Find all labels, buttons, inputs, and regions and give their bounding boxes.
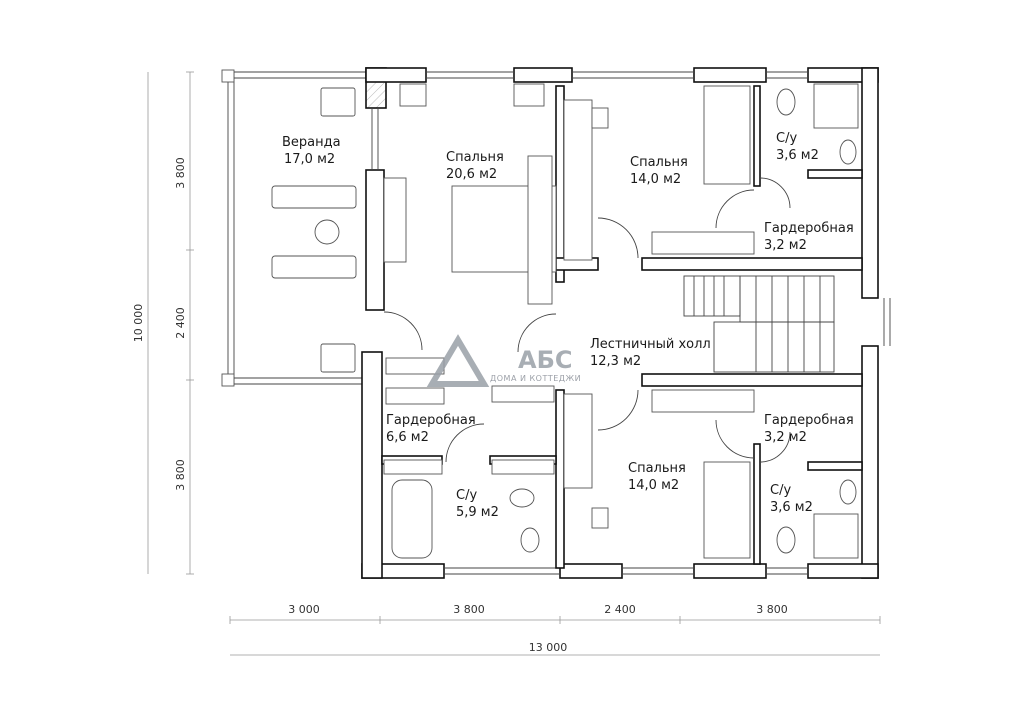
wardrobe-icon [385, 387, 445, 405]
bath-left-area: 5,9 м2 [456, 505, 499, 520]
company-logo: АБС ДОМА И КОТТЕДЖИ [426, 334, 581, 387]
wardrobe-icon [563, 393, 593, 489]
veranda-area: 17,0 м2 [284, 152, 335, 167]
shower-icon [813, 83, 859, 129]
bottom-dimension-3: 2 400 [604, 603, 636, 616]
staircase [683, 275, 835, 373]
bedroom-bottom-area: 14,0 м2 [628, 478, 679, 493]
toilet-icon [776, 526, 796, 554]
bedroom-top-area: 14,0 м2 [630, 172, 681, 187]
nightstand-icon [527, 155, 553, 305]
bath-left-name: С/у [456, 488, 477, 503]
bottom-dimension-2: 3 800 [453, 603, 485, 616]
shower-icon [813, 513, 859, 559]
wardrobe-icon [383, 459, 443, 475]
wardrobe-top-area: 3,2 м2 [764, 238, 807, 253]
bath-bottom-area: 3,6 м2 [770, 500, 813, 515]
lounger-icon [271, 185, 357, 209]
dresser-icon [383, 177, 407, 263]
bath-top-name: С/у [776, 131, 797, 146]
left-dimension-3: 3 800 [174, 459, 187, 491]
left-dimension-2: 2 400 [174, 307, 187, 339]
wardrobe-bottom-name: Гардеробная [764, 413, 854, 428]
bedroom-big-area: 20,6 м2 [446, 167, 497, 182]
bottom-dimension-4: 3 800 [756, 603, 788, 616]
wardrobe-top-name: Гардеробная [764, 221, 854, 236]
left-dimension-1: 3 800 [174, 157, 187, 189]
bath-top-area: 3,6 м2 [776, 148, 819, 163]
sink-icon [839, 479, 857, 505]
bedroom-big-name: Спальня [446, 150, 504, 165]
veranda-name: Веранда [282, 135, 341, 150]
toilet-icon [509, 488, 535, 508]
armchair-icon [320, 343, 356, 373]
veranda-area [221, 69, 366, 387]
single-bed-icon [703, 85, 751, 185]
doors [383, 177, 791, 463]
single-bed-icon [703, 461, 751, 559]
table-icon [314, 219, 340, 245]
wardrobe-icon [491, 459, 555, 475]
bath-bottom-name: С/у [770, 483, 791, 498]
wardrobe-bottom-area: 3,2 м2 [764, 430, 807, 445]
dimension-lines [147, 71, 881, 656]
chair-icon [591, 107, 609, 129]
armchair-icon [320, 87, 356, 117]
wardrobe-icon [651, 231, 755, 255]
logo-sub-text: ДОМА И КОТТЕДЖИ [490, 374, 581, 383]
wardrobe-icon [513, 83, 545, 107]
bedroom-top-name: Спальня [630, 155, 688, 170]
logo-triangle-icon [426, 334, 490, 387]
stair-hall-name: Лестничный холл [590, 337, 711, 352]
wardrobe-icon [651, 389, 755, 413]
lounger-icon [271, 255, 357, 279]
bathtub-icon [391, 479, 433, 559]
sink-icon [520, 527, 540, 553]
wardrobe-icon [385, 357, 445, 375]
wardrobe-icon [563, 99, 593, 261]
bottom-total-dimension: 13 000 [529, 641, 568, 654]
logo-main-text: АБС [518, 346, 572, 374]
wardrobe-left-area: 6,6 м2 [386, 430, 429, 445]
chair-icon [591, 507, 609, 529]
furniture [383, 83, 859, 559]
wardrobe-icon [491, 385, 555, 403]
bedroom-bottom-name: Спальня [628, 461, 686, 476]
sink-icon [839, 139, 857, 165]
wardrobe-left-name: Гардеробная [386, 413, 476, 428]
room-labels: Веранда 17,0 м2 Спальня 20,6 м2 Спальня … [282, 131, 854, 520]
bottom-dimension-1: 3 000 [288, 603, 320, 616]
wardrobe-icon [399, 83, 427, 107]
toilet-icon [776, 88, 796, 116]
stair-hall-area: 12,3 м2 [590, 354, 641, 369]
left-total-dimension: 10 000 [132, 304, 145, 343]
dimension-labels: 10 000 3 800 2 400 3 800 3 000 3 800 2 4… [132, 157, 788, 654]
